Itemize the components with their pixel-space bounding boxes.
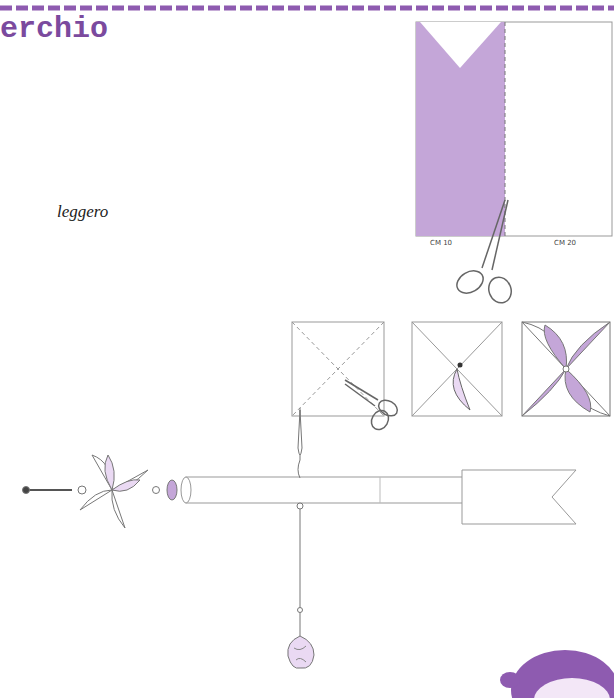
paper-sheet [416,22,612,236]
dimension: CM 10 [429,239,453,247]
girl-figure [500,650,614,698]
pinwheel [522,322,610,416]
dimension: CM 20 [553,239,577,247]
scissors [453,200,515,306]
square-fold [412,322,502,416]
heading: erchio [0,12,108,46]
assembly [23,408,577,668]
material-note: leggero [57,202,108,222]
dashed-border [0,6,614,11]
square-cut [292,322,400,433]
